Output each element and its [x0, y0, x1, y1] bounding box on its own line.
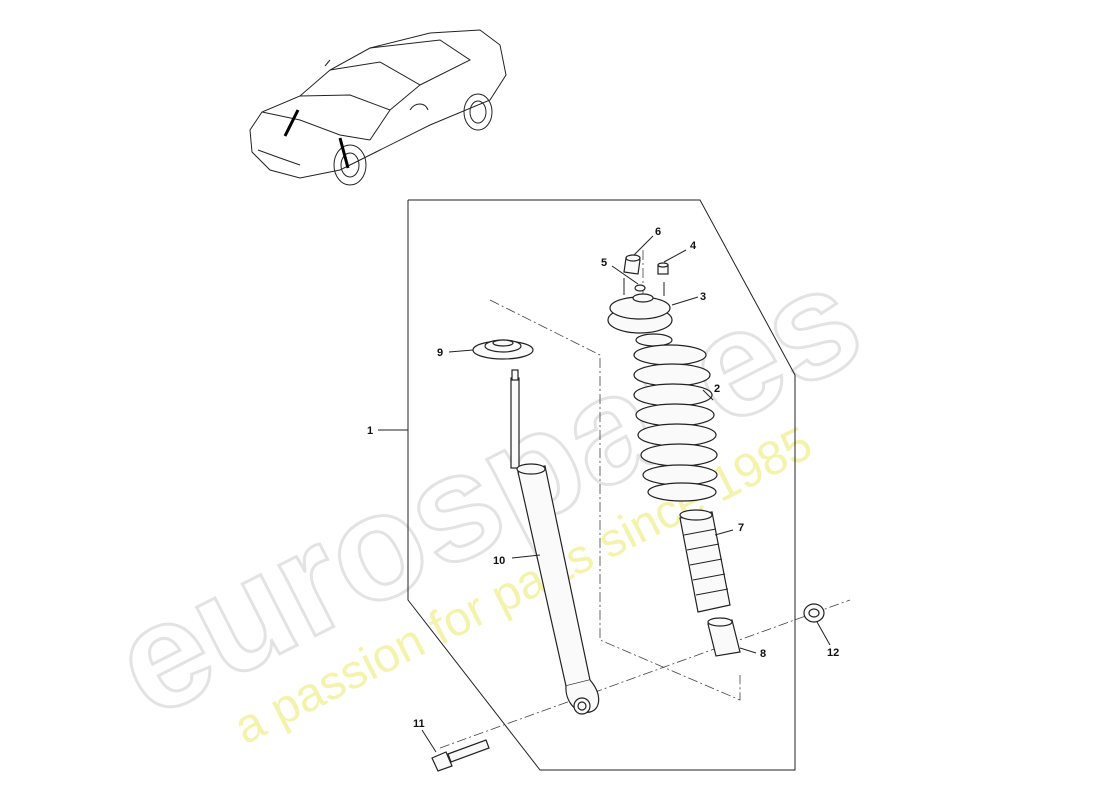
coil-spring-icon [633, 344, 718, 502]
car-thumbnail-icon [249, 29, 507, 186]
callout-7: 7 [738, 522, 744, 534]
callout-11: 11 [413, 718, 425, 730]
part-6-cap [623, 254, 641, 275]
part-4-nut [657, 262, 669, 275]
assembly-frame [407, 199, 796, 771]
callout-8: 8 [760, 648, 766, 660]
axis-lines [439, 250, 851, 749]
callout-9: 9 [437, 347, 443, 359]
part-3-top-mount [607, 278, 673, 347]
callouts: 1 2 3 4 5 6 7 8 9 10 11 12 [367, 226, 839, 730]
part-9-seat [472, 339, 534, 360]
callout-4: 4 [690, 240, 697, 252]
callout-6: 6 [655, 226, 661, 238]
callout-2: 2 [714, 383, 720, 395]
callout-10: 10 [493, 555, 505, 567]
callout-12: 12 [827, 647, 839, 659]
shock-absorber-icon [510, 369, 600, 715]
watermark: eurospares a passion for parts since 198… [87, 230, 887, 755]
part-5-nut [634, 284, 646, 292]
part-7-gaiter [679, 509, 731, 613]
callout-3: 3 [700, 291, 706, 303]
part-12-bush [803, 603, 825, 623]
leader-lines [378, 235, 831, 753]
part-11-bolt [431, 739, 490, 772]
callout-5: 5 [601, 257, 607, 269]
part-8-bump-stop [707, 617, 741, 657]
callout-1: 1 [367, 425, 373, 437]
